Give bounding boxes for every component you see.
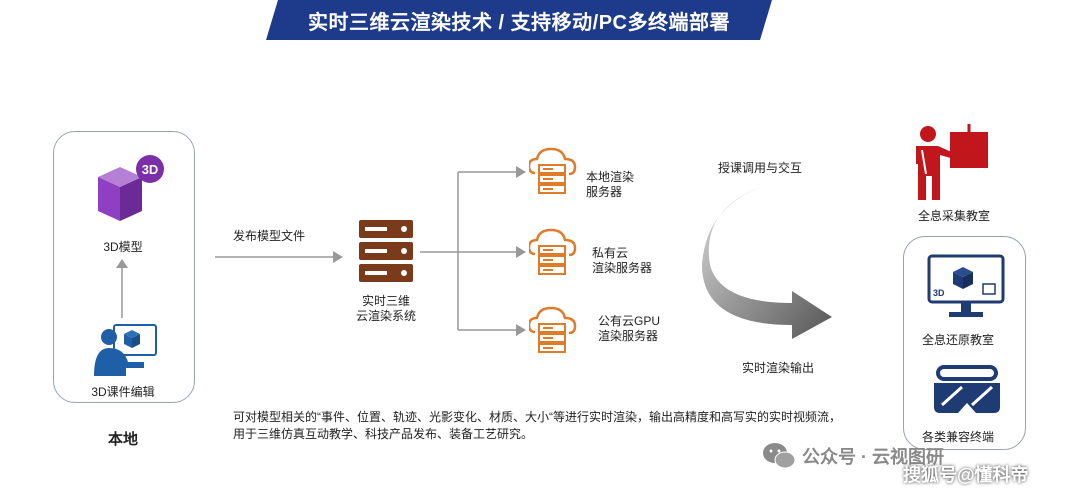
- up-arrow: [116, 259, 128, 318]
- server-2-line1: 私有云: [592, 246, 629, 260]
- capture-classroom-label: 全息采集教室: [918, 209, 991, 223]
- title-banner: 实时三维云渲染技术 / 支持移动/PC多终端部署: [266, 0, 772, 40]
- render-system-server-icon: [359, 220, 413, 282]
- model-label: 3D模型: [103, 240, 143, 254]
- interaction-label: 授课调用与交互: [718, 161, 803, 175]
- server-3-line2: 渲染服务器: [598, 329, 659, 343]
- branch-arrows: [420, 166, 526, 336]
- system-label-line2: 云渲染系统: [355, 309, 416, 323]
- local-render-server-icon: [529, 147, 577, 194]
- system-label-line1: 实时三维: [361, 294, 410, 308]
- server-2-line2: 渲染服务器: [592, 261, 653, 275]
- wechat-watermark: 公众号 · 云视图研: [802, 447, 944, 467]
- server-3-line1: 公有云GPU: [598, 314, 661, 328]
- sohu-watermark: 搜狐号@懂科帝: [903, 465, 1029, 485]
- server-1-line1: 本地渲染: [586, 170, 635, 184]
- private-cloud-server-icon: [529, 228, 577, 275]
- description-line2: 用于三维仿真互动教学、科技产品发布、装备工艺研究。: [233, 427, 534, 441]
- publish-arrow: [215, 251, 343, 263]
- local-title: 本地: [107, 431, 138, 448]
- wechat-icon: [763, 443, 796, 469]
- terminals-label: 各类兼容终端: [922, 430, 995, 444]
- holographic-monitor-icon: 3D: [927, 254, 1005, 317]
- 3d-badge-text: 3D: [142, 162, 159, 177]
- vr-headset-icon: [934, 365, 1000, 413]
- page-title: 实时三维云渲染技术 / 支持移动/PC多终端部署: [307, 11, 730, 34]
- editor-person-icon: [94, 324, 157, 376]
- public-cloud-gpu-server-icon: [529, 306, 577, 353]
- 3d-badge: [136, 155, 164, 183]
- description-line1: 可对模型相关的“事件、位置、轨迹、光影变化、材质、大小“等进行实时渲染，输出高精…: [233, 410, 841, 424]
- teacher-presenting-icon: [916, 124, 988, 200]
- restore-classroom-label: 全息还原教室: [922, 333, 995, 347]
- render-output-label: 实时渲染输出: [742, 361, 815, 375]
- 3d-model-icon: 3D: [98, 155, 164, 221]
- publish-label: 发布模型文件: [233, 229, 306, 243]
- svg-text:3D: 3D: [933, 288, 945, 298]
- editor-label: 3D课件编辑: [91, 385, 155, 399]
- curved-flow-arrow: [702, 183, 832, 339]
- server-1-line2: 服务器: [586, 185, 623, 199]
